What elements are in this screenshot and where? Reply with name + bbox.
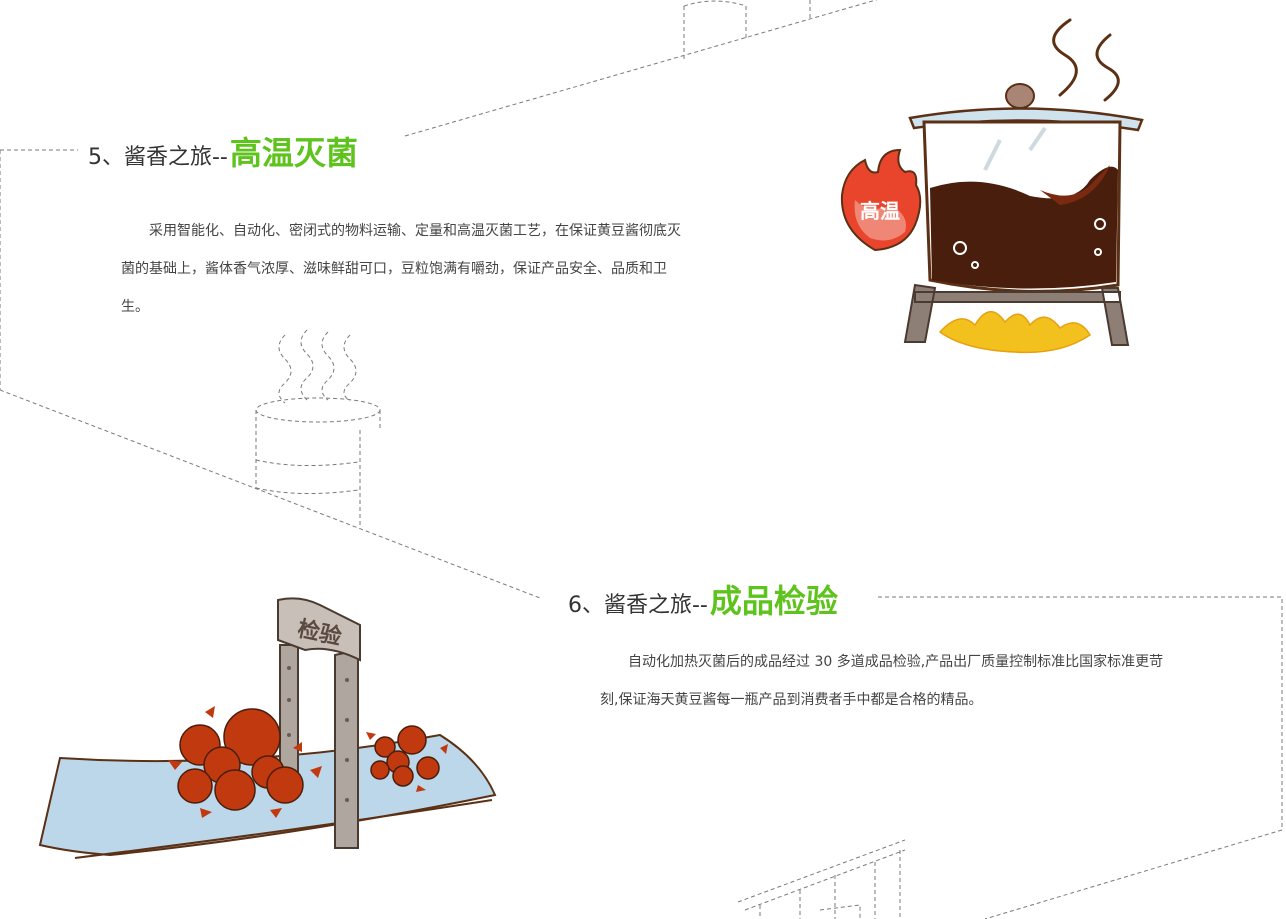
section6-heading-prefix: 6、酱香之旅-- — [568, 593, 708, 618]
high-temp-badge-icon — [840, 148, 922, 252]
section6-heading-title: 成品检验 — [709, 582, 838, 620]
soybean-cluster-left — [177, 708, 304, 811]
section5-body: 采用智能化、自动化、密闭式的物料运输、定量和高温灭菌工艺，在保证黄豆酱彻底灭菌的… — [121, 223, 681, 315]
section5-heading-title: 高温灭菌 — [229, 134, 358, 172]
pot-stand — [903, 283, 1130, 346]
section5-heading-prefix: 5、酱香之旅-- — [88, 145, 228, 170]
section6-body: 自动化加热灭菌后的成品经过 30 多道成品检验,产品出厂质量控制标准比国家标准更… — [600, 654, 1164, 708]
steam-icon — [1052, 18, 1120, 102]
high-temp-badge-label: 高温 — [860, 199, 900, 223]
section5-heading: 5、酱香之旅--高温灭菌 — [88, 128, 358, 174]
gate-sign — [277, 597, 361, 662]
burner-flame — [938, 311, 1092, 354]
lid-knob — [1005, 83, 1035, 109]
soybean-cluster-right — [370, 725, 440, 787]
section6-heading: 6、酱香之旅--成品检验 — [568, 576, 838, 622]
